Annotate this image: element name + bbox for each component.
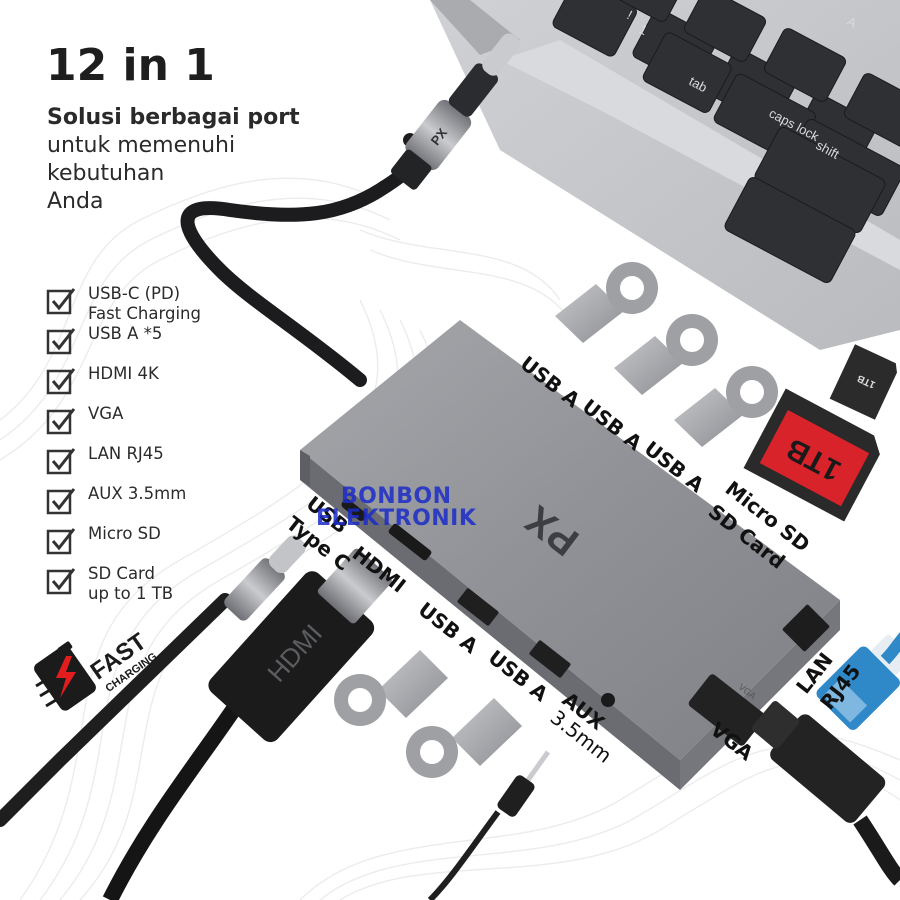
lan-cable xyxy=(880,632,900,665)
usb-flash-drive-bottom-1 xyxy=(334,650,448,726)
hub-cable xyxy=(180,133,427,387)
feature-item: VGA xyxy=(46,404,286,446)
feature-text: VGA xyxy=(88,404,124,423)
subheadline: Solusi berbagai port untuk memenuhi kebu… xyxy=(47,104,347,216)
feature-checklist: USB-C (PD)Fast Charging USB A *5 HDMI 4K… xyxy=(46,284,286,606)
hdmi-cable xyxy=(102,695,247,900)
feature-item: USB-C (PD)Fast Charging xyxy=(46,284,286,326)
hub-front-ports xyxy=(341,499,766,746)
usb-flash-drive-bottom-2 xyxy=(406,698,522,778)
feature-text: Micro SD xyxy=(88,524,161,543)
aux-jack-plug xyxy=(427,750,551,900)
key-excl-label: ! xyxy=(625,7,635,22)
checkbox-check-icon xyxy=(46,448,76,475)
watermark-line-2: ELEKTRONIK xyxy=(316,506,477,531)
feature-item: Micro SD xyxy=(46,524,286,566)
subheadline-bold: Solusi berbagai port xyxy=(47,105,300,130)
checkbox-check-icon xyxy=(46,568,76,595)
subheadline-line-3: Anda xyxy=(47,189,104,214)
subheadline-line-2: kebutuhan xyxy=(47,161,165,186)
feature-item: LAN RJ45 xyxy=(46,444,286,486)
feature-text: USB A *5 xyxy=(88,324,163,343)
feature-text: USB-C (PD)Fast Charging xyxy=(88,284,201,323)
watermark: BONBON ELEKTRONIK xyxy=(316,486,476,530)
key-tab-label: tab xyxy=(687,73,710,95)
usb-c-plug-bottom xyxy=(224,535,306,621)
subheadline-line-1: untuk memenuhi xyxy=(47,133,236,158)
usb-flash-drive-top-2 xyxy=(614,314,718,395)
feature-text: LAN RJ45 xyxy=(88,444,164,463)
checkbox-check-icon xyxy=(46,328,76,355)
checkbox-check-icon xyxy=(46,408,76,435)
lightning-battery-icon xyxy=(34,641,96,711)
usb-flash-drive-top-3 xyxy=(674,366,778,447)
feature-item: AUX 3.5mm xyxy=(46,484,286,526)
checkbox-check-icon xyxy=(46,288,76,315)
checkbox-check-icon xyxy=(46,528,76,555)
vga-connector xyxy=(751,701,886,823)
checkbox-check-icon xyxy=(46,368,76,395)
micro-sd-card: 1TB xyxy=(829,344,897,420)
watermark-line-1: BONBON xyxy=(340,484,452,509)
sd-card: 1TB xyxy=(743,388,880,522)
headline: 12 in 1 xyxy=(46,40,215,91)
feature-text: AUX 3.5mm xyxy=(88,484,187,503)
feature-item: USB A *5 xyxy=(46,324,286,366)
usb-flash-drive-top-1 xyxy=(555,262,658,343)
fast-charging-badge: FAST CHARGING xyxy=(34,628,159,711)
feature-text: HDMI 4K xyxy=(88,364,159,383)
usb-c-plug-top: PX xyxy=(390,33,520,190)
hdmi-plug: HDMI xyxy=(208,548,392,743)
checkbox-check-icon xyxy=(46,488,76,515)
vga-cable xyxy=(853,815,900,886)
feature-item: HDMI 4K xyxy=(46,364,286,406)
usb-c-cable-bottom xyxy=(0,593,232,827)
